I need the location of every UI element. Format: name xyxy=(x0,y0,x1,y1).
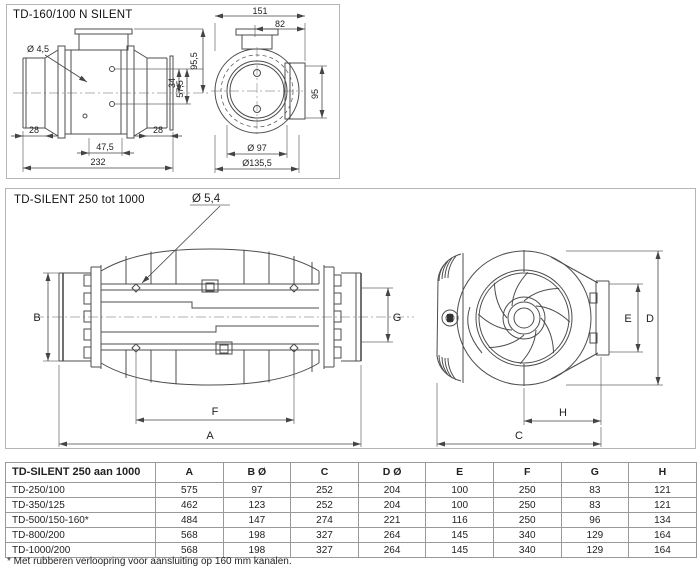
cell: 221 xyxy=(357,512,427,528)
td160-side-view xyxy=(13,28,209,139)
dim-label-front-width: 151 xyxy=(252,6,267,16)
table-row-td-350-125: TD-350/125 462 123 252 204 100 250 83 12… xyxy=(5,497,697,513)
dim-label-foot-span: 47,5 xyxy=(96,142,114,152)
cell: 116 xyxy=(425,512,494,528)
cell: 340 xyxy=(492,542,562,558)
cell: 462 xyxy=(155,497,224,513)
cell: 97 xyxy=(222,482,292,498)
cell: 264 xyxy=(357,542,427,558)
table-row-td-1000-200: TD-1000/200 568 198 327 264 145 340 129 … xyxy=(5,542,697,558)
dim-label-front-offset: 82 xyxy=(275,19,285,29)
dim-label-side-height: 95 xyxy=(310,89,320,99)
dim-label-offset-lower: 57,5 xyxy=(175,80,185,98)
column-header-a: A xyxy=(155,462,224,483)
table-row-td-250-100: TD-250/100 575 97 252 204 100 250 83 121 xyxy=(5,482,697,498)
cell: 164 xyxy=(628,542,697,558)
cell: 327 xyxy=(290,542,359,558)
column-header-c: C xyxy=(290,462,359,483)
model-cell: TD-250/100 xyxy=(5,482,156,498)
cell: 121 xyxy=(628,482,697,498)
middle-section-title: TD-SILENT 250 tot 1000 xyxy=(14,194,145,206)
column-header-e: E xyxy=(425,462,494,483)
td-silent-drawing: Ø 5,4 B G F A xyxy=(33,193,663,447)
dim-label-g: G xyxy=(393,312,402,324)
dimensions-table: TD-SILENT 250 aan 1000 A B Ø C D Ø E F G… xyxy=(5,462,697,558)
td-silent-end-view xyxy=(436,250,610,386)
dim-label-hole-dia-54: Ø 5,4 xyxy=(192,193,221,205)
td-silent-end-dimensions xyxy=(436,250,663,447)
dim-label-a: A xyxy=(206,430,214,442)
td-silent-side-view xyxy=(34,248,414,386)
column-header-d: D Ø xyxy=(357,462,427,483)
dim-label-f: F xyxy=(212,406,219,418)
cell: 129 xyxy=(560,542,630,558)
cell: 121 xyxy=(628,497,697,513)
cell: 252 xyxy=(290,497,359,513)
dim-label-offset-upper: 34 xyxy=(167,78,177,88)
table-header-row: TD-SILENT 250 aan 1000 A B Ø C D Ø E F G… xyxy=(5,462,697,483)
cell: 134 xyxy=(628,512,697,528)
column-header-b: B Ø xyxy=(222,462,292,483)
middle-section: TD-SILENT 250 tot 1000 xyxy=(5,188,696,449)
cell: 340 xyxy=(492,527,562,543)
cell: 83 xyxy=(560,497,630,513)
dim-label-e: E xyxy=(624,313,631,325)
top-section: TD-160/100 N SILENT xyxy=(6,4,340,179)
cell: 264 xyxy=(357,527,427,543)
td160-drawing: Ø 4,5 28 28 47,5 232 95,5 34 57,5 xyxy=(11,6,327,173)
cell: 484 xyxy=(155,512,224,528)
dim-label-body-dia: Ø135,5 xyxy=(242,158,272,168)
dim-label-h: H xyxy=(559,407,567,419)
cell: 145 xyxy=(425,542,494,558)
model-cell: TD-800/200 xyxy=(5,527,156,543)
model-cell: TD-1000/200 xyxy=(5,542,156,558)
cell: 100 xyxy=(425,497,494,513)
dim-label-total-length: 232 xyxy=(90,157,105,167)
dim-label-c: C xyxy=(515,430,523,442)
cell: 83 xyxy=(560,482,630,498)
cell: 252 xyxy=(290,482,359,498)
model-cell: TD-350/125 xyxy=(5,497,156,513)
table-row-td-500-150-160: TD-500/150-160* 484 147 274 221 116 250 … xyxy=(5,512,697,528)
cell: 96 xyxy=(560,512,630,528)
cell: 568 xyxy=(155,542,224,558)
cell: 129 xyxy=(560,527,630,543)
cell: 198 xyxy=(222,527,292,543)
dim-label-hole-dia: Ø 4,5 xyxy=(27,44,49,54)
cell: 204 xyxy=(357,497,427,513)
td160-end-view xyxy=(211,28,306,137)
cell: 164 xyxy=(628,527,697,543)
dim-label-left-offset: 28 xyxy=(29,125,39,135)
cell: 274 xyxy=(290,512,359,528)
cell: 575 xyxy=(155,482,224,498)
cell: 568 xyxy=(155,527,224,543)
dim-label-height: 95,5 xyxy=(189,52,199,70)
footnote: * Met rubberen verloopring voor aansluit… xyxy=(7,556,292,567)
column-header-model: TD-SILENT 250 aan 1000 xyxy=(5,462,156,483)
cell: 100 xyxy=(425,482,494,498)
top-section-title: TD-160/100 N SILENT xyxy=(13,9,133,21)
column-header-h: H xyxy=(628,462,697,483)
table-row-td-800-200: TD-800/200 568 198 327 264 145 340 129 1… xyxy=(5,527,697,543)
cell: 198 xyxy=(222,542,292,558)
model-cell: TD-500/150-160* xyxy=(5,512,156,528)
cell: 250 xyxy=(492,512,562,528)
cell: 250 xyxy=(492,482,562,498)
dim-label-right-offset: 28 xyxy=(153,125,163,135)
column-header-f: F xyxy=(492,462,562,483)
cell: 250 xyxy=(492,497,562,513)
cell: 147 xyxy=(222,512,292,528)
cell: 204 xyxy=(357,482,427,498)
cell: 145 xyxy=(425,527,494,543)
dim-label-duct-dia: Ø 97 xyxy=(247,143,267,153)
dim-label-d: D xyxy=(646,313,654,325)
column-header-g: G xyxy=(560,462,630,483)
cell: 327 xyxy=(290,527,359,543)
dim-label-b: B xyxy=(33,312,40,324)
cell: 123 xyxy=(222,497,292,513)
